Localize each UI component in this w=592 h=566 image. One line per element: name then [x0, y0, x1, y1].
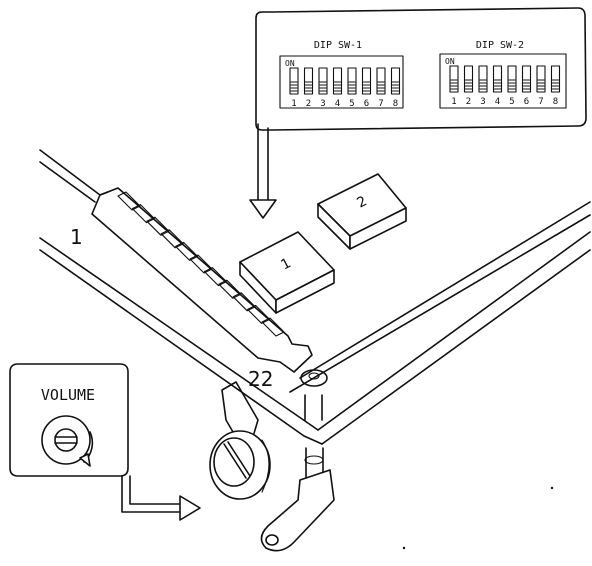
dip-toggle	[478, 65, 488, 93]
pot-nut-edge	[261, 439, 270, 493]
dip-sw-1-frame	[279, 55, 404, 109]
speck	[550, 486, 554, 490]
board-front-thickness	[303, 435, 323, 445]
dip-sw-1-toggles	[289, 67, 401, 95]
dip-sw-2-frame	[439, 53, 567, 109]
board-right-edge	[317, 231, 591, 431]
dip-sw-2-toggles	[449, 65, 561, 93]
dip-chip-1: 1	[239, 231, 335, 314]
board-right-edge-2	[321, 249, 591, 445]
dip-toggle	[347, 67, 357, 95]
volume-callout-title: VOLUME	[41, 386, 95, 404]
dip-switch-number: 7	[538, 97, 543, 107]
dip-toggle	[536, 65, 546, 93]
connector-finger	[189, 254, 213, 274]
dip-switch-number: 3	[480, 97, 485, 107]
post-top-ring	[300, 369, 328, 387]
dip-switch-number: 3	[320, 99, 325, 109]
pot-knob	[213, 437, 255, 487]
dip-toggle	[463, 65, 474, 93]
dip-toggle	[289, 67, 299, 95]
volume-rotation-arrowhead	[79, 453, 91, 467]
dip-chip-1-side	[275, 269, 335, 314]
dip-switch-number: 6	[364, 99, 369, 109]
volume-callout: VOLUME	[9, 363, 201, 521]
dip-sw-1-on-label: ON	[285, 59, 295, 68]
dip-toggle	[492, 65, 503, 93]
post-top-hole	[308, 372, 320, 380]
dip-switch-number: 6	[524, 97, 529, 107]
post-lower-ring	[304, 455, 324, 465]
dip-toggle	[521, 65, 532, 93]
dip-switch-number: 2	[306, 99, 311, 109]
dip-switch-number: 2	[466, 97, 471, 107]
volume-callout-box	[9, 363, 129, 477]
board-top-edge-2	[39, 161, 96, 203]
connector-pin-1-label: 1	[70, 225, 83, 249]
connector-fingers	[117, 191, 285, 337]
board-right-edge-3	[299, 201, 591, 379]
connector-finger	[232, 292, 256, 312]
board-top-edge	[39, 149, 109, 196]
dip-toggle	[361, 67, 372, 95]
post-bracket	[260, 469, 335, 552]
dip-switch-number: 5	[349, 99, 354, 109]
dip-chip-2: 2	[317, 173, 407, 250]
dip-toggle	[332, 67, 343, 95]
dip-sw-2-on-label: ON	[445, 57, 455, 66]
board-left-edge	[39, 237, 319, 431]
dip-switch-number: 1	[291, 99, 296, 109]
dip-toggle	[303, 67, 314, 95]
dip-switch-number: 8	[393, 99, 398, 109]
dip-switch-number: 4	[335, 99, 340, 109]
connector-finger	[146, 216, 170, 236]
edge-connector: 1 22	[70, 187, 313, 391]
dip-toggle	[550, 65, 561, 93]
mounting-post	[260, 369, 335, 552]
dip-toggle	[390, 67, 401, 95]
volume-pointer-arrow	[121, 475, 181, 513]
dip-toggle	[449, 65, 459, 93]
dip-toggle	[376, 67, 386, 95]
panel-arrow-head	[249, 199, 277, 219]
connector-finger	[247, 304, 271, 324]
volume-knob-outer	[41, 415, 91, 465]
post-bracket-hole	[265, 534, 279, 546]
dip-switch-number: 7	[378, 99, 383, 109]
dip-chip-2-side	[349, 207, 407, 250]
dip-switch-number: 4	[495, 97, 500, 107]
dip-toggle	[318, 67, 328, 95]
connector-finger	[160, 229, 184, 249]
pcb-board	[39, 149, 591, 445]
connector-finger	[261, 317, 285, 337]
connector-finger	[117, 191, 141, 211]
dip-sw-2-title: DIP SW-2	[476, 40, 524, 51]
board-left-edge-2	[39, 249, 305, 437]
board-right-edge-4	[289, 214, 591, 393]
speck	[402, 546, 406, 550]
volume-potentiometer	[209, 381, 271, 500]
connector-finger	[131, 204, 155, 224]
dip-switch-number: 8	[553, 97, 558, 107]
volume-knob-slot	[54, 436, 78, 444]
pot-slot	[223, 441, 251, 479]
connector-finger	[175, 241, 199, 261]
connector-finger	[203, 267, 227, 287]
post-upper-shaft	[304, 394, 323, 421]
dip-toggle	[507, 65, 517, 93]
dip-switch-number: 1	[451, 97, 456, 107]
dip-sw-1-title: DIP SW-1	[314, 40, 362, 51]
volume-pointer-arrowhead	[179, 495, 201, 521]
connector-finger	[218, 279, 242, 299]
connector-pin-22-label: 22	[248, 367, 273, 391]
connector-outline	[91, 187, 313, 373]
volume-knob-inner	[54, 428, 78, 452]
dip-switch-number: 5	[509, 97, 514, 107]
